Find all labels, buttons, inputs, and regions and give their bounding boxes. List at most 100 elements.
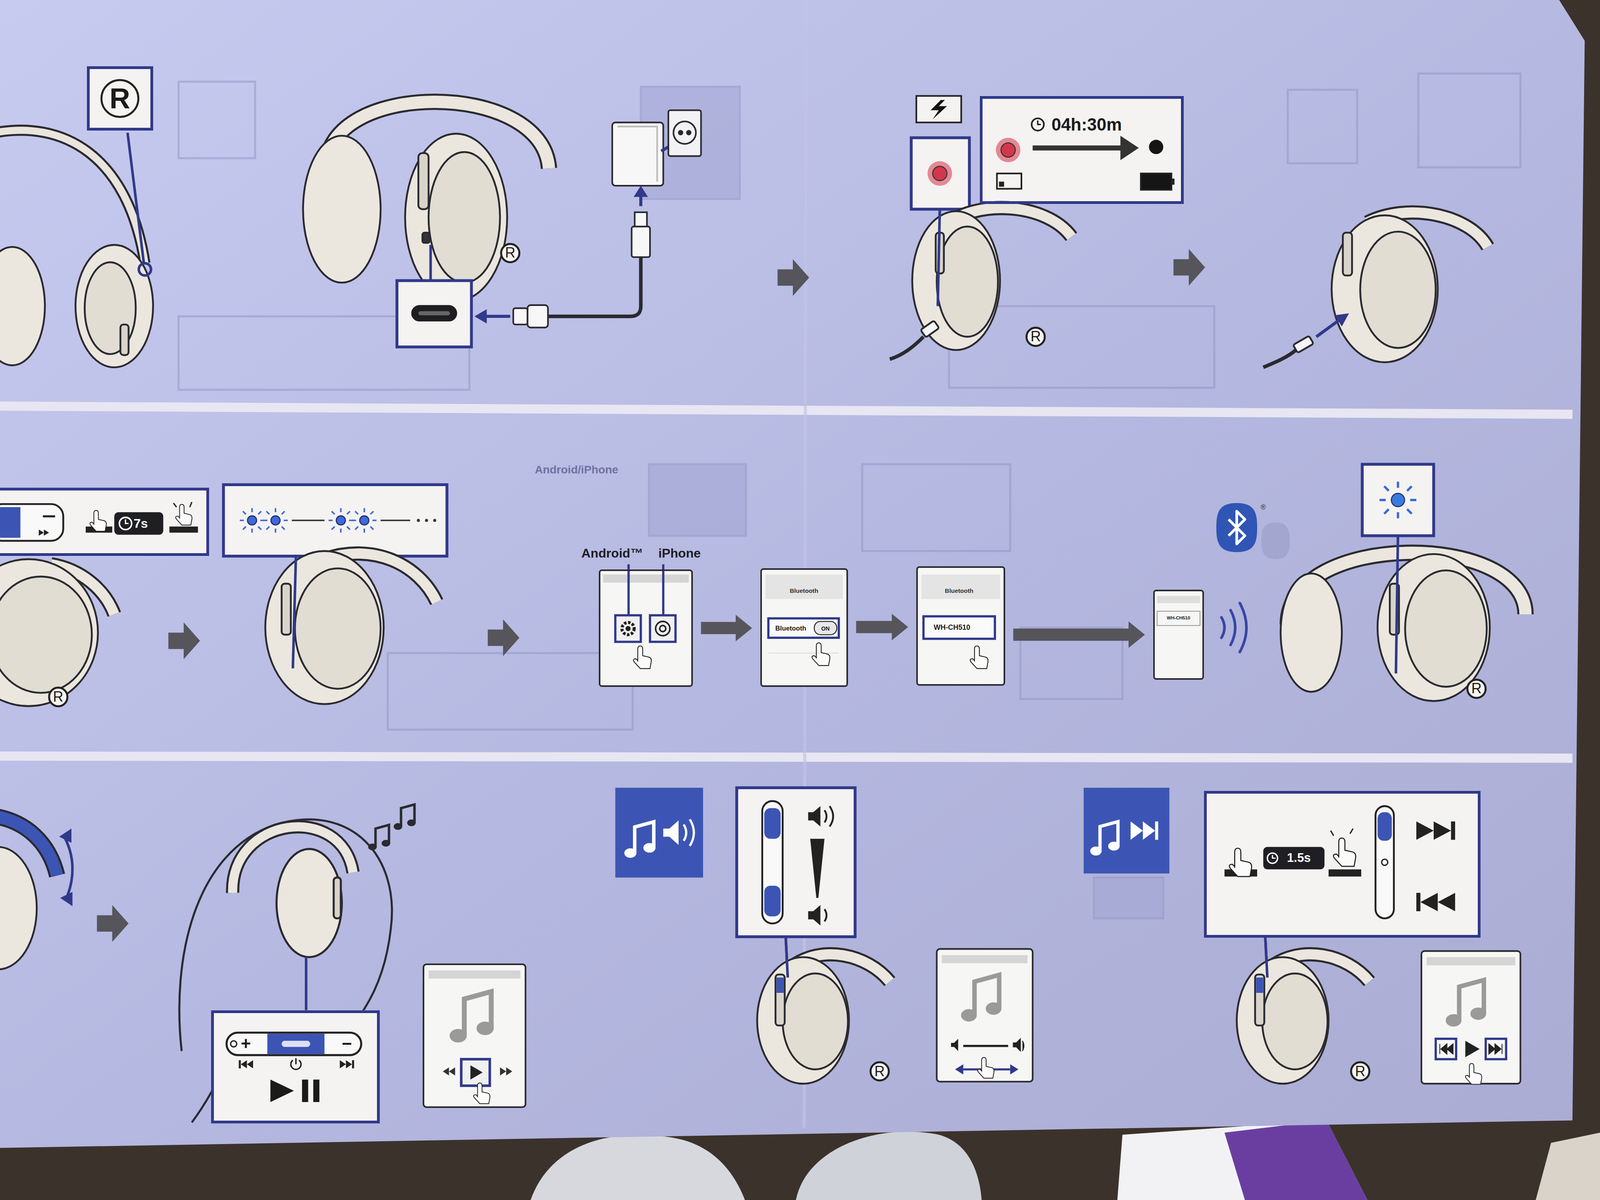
phone-screen: Android™iPhone: [598, 569, 693, 687]
led-callout: [247, 515, 257, 525]
phone-home: [655, 621, 670, 636]
phone-player: [450, 991, 494, 1043]
leader-line: [292, 555, 297, 669]
signal-waves: [1239, 603, 1247, 652]
phone-home: [598, 564, 693, 687]
usb-cable: [678, 130, 683, 135]
device-name: WH-CH510: [933, 623, 971, 631]
headphone-adjust: [0, 816, 73, 970]
led-callout: [328, 508, 354, 533]
step-arrow: [1013, 621, 1145, 649]
charge-timeline: [1140, 173, 1172, 190]
headphone-adjust: [59, 828, 72, 843]
usb-cable: [673, 121, 697, 145]
button-callout: [295, 1058, 297, 1065]
step-arrow: [701, 614, 753, 642]
phone-settings: [768, 652, 839, 654]
phone-connected: [1153, 589, 1205, 680]
callout-box: 1.5s: [1203, 790, 1481, 938]
headphone-volume: [757, 954, 890, 1084]
headphone-adjust: [60, 891, 73, 906]
led-callout: [291, 519, 325, 522]
headphone-connected: [1405, 570, 1487, 687]
volume-icon: [624, 821, 656, 858]
music-notes: [394, 804, 416, 830]
row-separator: [0, 755, 1573, 758]
volume-callout: [808, 805, 821, 827]
headphone-volume: [776, 977, 784, 993]
usb-c-callout: [396, 280, 472, 347]
table-objects: [1535, 1132, 1600, 1200]
usb-cable: [686, 130, 691, 135]
volume-icon: [615, 787, 704, 878]
phone-skip: [1488, 1044, 1502, 1055]
skip-callout: [1451, 821, 1456, 840]
screen-header: Bluetooth: [789, 587, 819, 594]
skip-icon: [1142, 821, 1156, 840]
skip-callout: [1375, 805, 1394, 919]
step-arrow: [1173, 248, 1206, 286]
headphone-unplug: [1293, 335, 1314, 353]
show-through: [648, 464, 746, 536]
headphone-left-partial: [0, 559, 99, 706]
callout-number: R: [100, 78, 140, 118]
led-callout: [271, 515, 281, 525]
headphone-volume: [775, 974, 785, 1026]
leader-line: [127, 132, 144, 264]
skip-callout: [1272, 855, 1276, 859]
charge-timeline: [979, 96, 1184, 205]
charge-timeline: [1001, 142, 1016, 158]
show-through: [178, 81, 256, 159]
phone-skip: [1465, 1040, 1480, 1058]
leader-line: [937, 209, 940, 306]
os-label: iPhone: [658, 546, 701, 560]
headphone-adjust: [65, 838, 73, 897]
skip-callout: [1377, 812, 1392, 841]
hold-callout: [42, 515, 56, 518]
charge-timeline: [1120, 135, 1139, 161]
button-callout: [240, 1060, 254, 1069]
headphone-volume: [782, 973, 849, 1070]
headphone-unplug: [1263, 212, 1488, 368]
skip-callout: [1433, 821, 1452, 840]
button-callout: [226, 1032, 362, 1056]
headphone-charging: [936, 226, 999, 337]
phone-home: [650, 615, 676, 643]
phone-player: [473, 1082, 491, 1104]
charge-timeline: [1171, 178, 1175, 185]
paper-sheet: [0, 0, 1585, 1149]
headphone-pairing: [281, 583, 291, 635]
headphone-front: [418, 153, 429, 210]
hold-callout: [125, 519, 129, 524]
charge-timeline: [996, 173, 1022, 189]
led-callout: [1362, 464, 1434, 536]
skip-callout: [1203, 790, 1481, 938]
volume-callout: [824, 805, 834, 827]
step-arrow: [168, 622, 200, 660]
phone-player: [442, 1067, 456, 1076]
phone-volume: [941, 955, 1028, 964]
headphone-connected: [1280, 552, 1526, 702]
headphone-left-partial: [75, 244, 153, 368]
usb-c-callout: [396, 244, 472, 347]
headphone-skip: [1236, 957, 1329, 1084]
volume-icon: [615, 787, 704, 878]
button-callout: [211, 1010, 380, 1124]
charge-timeline: [979, 96, 1184, 205]
phone-device-list: [970, 646, 989, 669]
phone-volume: [977, 1057, 995, 1079]
charge-icon: [916, 96, 962, 123]
toggle-state: ON: [821, 625, 830, 632]
button-callout: [230, 1040, 237, 1047]
headphone-skip: [1262, 973, 1328, 1070]
headphone-unplug: [1334, 313, 1349, 327]
step-arrow: [96, 248, 1206, 942]
usb-cable: [634, 212, 647, 227]
leader-line: [1396, 535, 1399, 674]
headphone-charging: [920, 320, 940, 338]
leader-line: [1265, 937, 1268, 978]
led-callout: [1391, 493, 1405, 507]
headphone-unplug: [1263, 350, 1296, 368]
usb-c-callout: [429, 244, 432, 281]
charge-timeline: [1037, 120, 1041, 125]
